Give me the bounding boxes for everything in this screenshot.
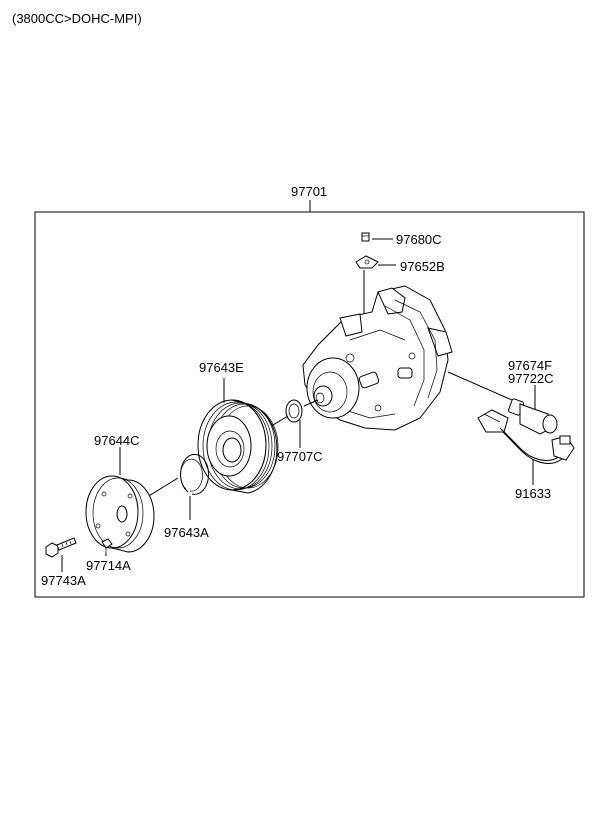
clutch-hub-97644c-drawing <box>85 475 155 553</box>
part-label-97643e: 97643E <box>199 360 244 375</box>
part-label-97674f: 97674F <box>508 358 552 373</box>
compressor-body-drawing <box>302 285 453 431</box>
part-label-97652b: 97652B <box>400 259 445 274</box>
bolt-97743a-drawing <box>45 537 77 558</box>
part-label-97680c: 97680C <box>396 232 442 247</box>
seal-ring-97707c-drawing <box>285 399 303 423</box>
bracket-97652b-drawing <box>355 255 379 269</box>
pulley-97643e-drawing <box>197 399 279 494</box>
shim-97714a-drawing <box>101 538 113 553</box>
part-label-97743a: 97743A <box>41 573 86 588</box>
pressure-switch-drawing <box>508 398 558 435</box>
assembly-part-label: 97701 <box>291 184 327 199</box>
wiring-harness-drawing <box>477 409 575 464</box>
assembly-frame <box>34 211 585 598</box>
part-label-97722c: 97722C <box>508 371 554 386</box>
snap-ring-97643a-drawing <box>180 453 210 495</box>
leader-shaft-97707c <box>303 399 319 407</box>
part-label-97644c: 97644C <box>94 433 140 448</box>
part-label-97714a: 97714A <box>86 558 131 573</box>
leader-compressor-switch <box>447 371 513 401</box>
bolt-97680c-drawing <box>361 232 370 242</box>
part-label-97707c: 97707C <box>277 449 323 464</box>
part-label-91633: 91633 <box>515 486 551 501</box>
part-label-97643a: 97643A <box>164 525 209 540</box>
engine-spec-label: (3800CC>DOHC-MPI) <box>12 11 142 26</box>
